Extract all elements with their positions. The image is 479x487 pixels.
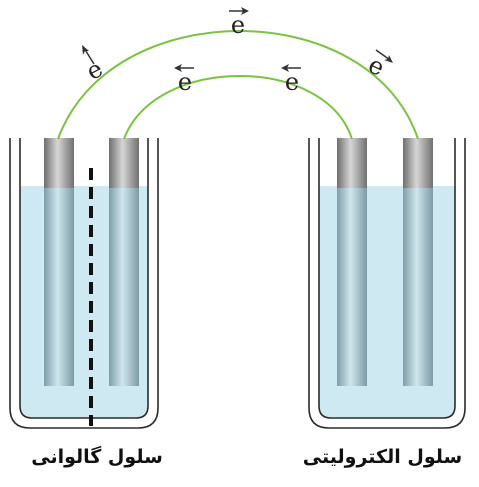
galvanic-cell xyxy=(9,138,159,429)
electrolytic-cell xyxy=(308,138,466,429)
electron-symbol: e xyxy=(364,50,389,81)
electrolytic-container xyxy=(308,138,466,429)
galvanic-electrode-right xyxy=(109,138,139,386)
electron-label-outer-left: e xyxy=(82,45,108,86)
inner-wire xyxy=(123,75,353,140)
electron-label-outer-right: e xyxy=(364,49,393,82)
galvanic-cell-caption: سلول گالوانی xyxy=(31,446,163,468)
electron-symbol: e xyxy=(178,68,192,96)
electrolytic-cell-caption: سلول الکترولیتی xyxy=(302,446,463,468)
electron-label-top-center: e xyxy=(229,7,249,39)
electron-symbol: e xyxy=(285,68,299,96)
electron-symbol: e xyxy=(82,54,108,85)
electron-symbol: e xyxy=(231,11,245,39)
galvanic-electrode-left xyxy=(44,138,74,386)
electrolytic-electrode-right xyxy=(403,138,433,386)
electron-label-inner-left: e xyxy=(174,64,194,96)
electron-label-inner-right: e xyxy=(281,64,301,96)
outer-wire xyxy=(57,30,419,140)
electrolytic-electrode-left xyxy=(337,138,367,386)
galvanic-container xyxy=(9,138,159,429)
